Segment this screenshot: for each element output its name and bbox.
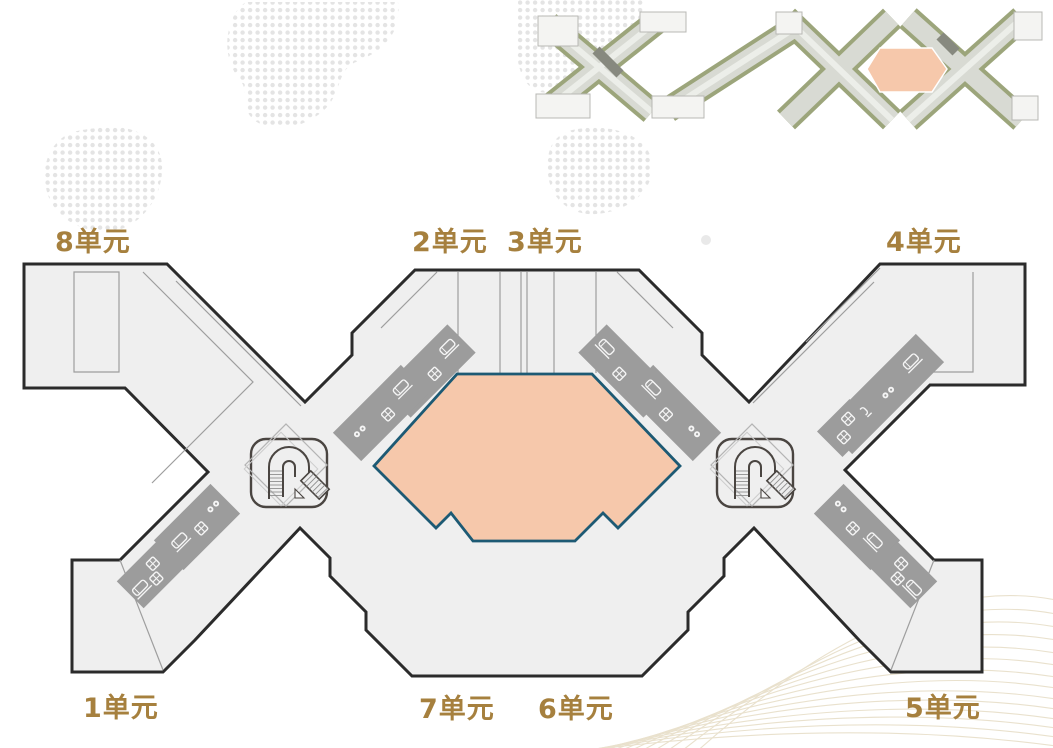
interior-partitions <box>73 267 974 671</box>
unit-label-3: 3单元 <box>507 227 583 258</box>
siteplan-block <box>537 15 579 47</box>
service-strips <box>116 324 945 609</box>
floor-plan <box>22 262 1027 678</box>
unit-label-8: 8单元 <box>55 227 131 258</box>
siteplan-courtyard <box>866 47 948 93</box>
siteplan-block <box>1013 11 1043 41</box>
unit-label-7: 7单元 <box>419 694 495 725</box>
siteplan-block <box>535 93 591 119</box>
unit-label-5: 5单元 <box>905 693 981 724</box>
service-strip <box>153 483 241 571</box>
siteplan-block <box>1011 95 1039 121</box>
unit-label-1: 1单元 <box>83 693 159 724</box>
service-strip <box>624 364 722 462</box>
siteplan-wings <box>539 8 1031 130</box>
service-strip <box>116 541 184 609</box>
siteplan-block <box>639 11 687 33</box>
siteplan-bridge <box>592 46 624 78</box>
service-strip <box>813 483 901 571</box>
courtyard-hexagon <box>372 372 682 543</box>
siteplan-block <box>775 11 803 35</box>
siteplan-block <box>651 95 705 119</box>
unit-label-2: 2单元 <box>412 227 488 258</box>
world-dot-map <box>44 0 711 245</box>
service-strip <box>817 399 875 457</box>
service-strip <box>332 364 430 462</box>
service-strip <box>870 541 938 609</box>
siteplan-bridge <box>936 32 960 56</box>
site-plan-thumbnail <box>535 8 1043 130</box>
unit-label-6: 6单元 <box>538 694 614 725</box>
unit-label-4: 4单元 <box>886 227 962 258</box>
